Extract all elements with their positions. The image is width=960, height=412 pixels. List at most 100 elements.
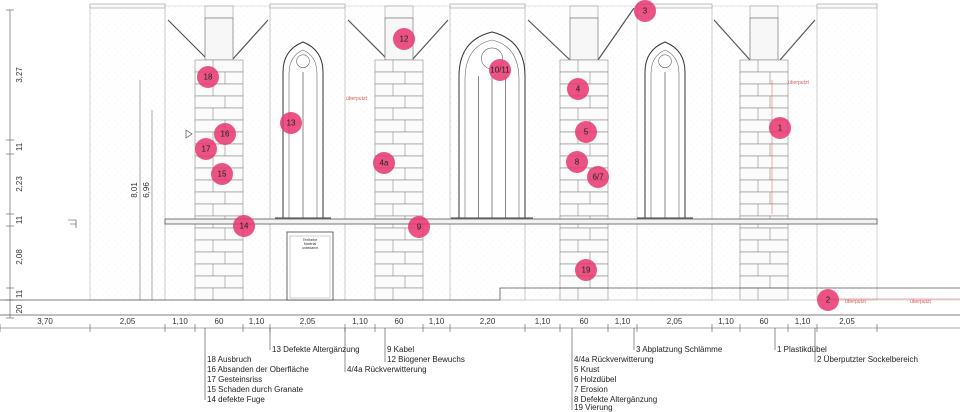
vertical-dim-1: 11 [15, 289, 24, 298]
note-ueberputzt-2: überputzt [788, 80, 809, 86]
height-dim-1: 8,01 [130, 182, 139, 198]
legend-g5-5: 19 Vierung [574, 403, 613, 412]
damage-marker-label: 8 [575, 158, 580, 167]
legend-leaders [204, 328, 816, 410]
top-caps [89, 3, 878, 19]
damage-marker-label: 10/11 [490, 66, 510, 75]
horizontal-dim-7: 60 [395, 317, 404, 326]
vertical-dim-5: 11 [15, 142, 24, 151]
note-ueberputzt-3: überputzt [845, 299, 866, 305]
damage-marker-18[interactable]: 18 [197, 66, 219, 88]
damage-marker-1011[interactable]: 10/11 [489, 59, 511, 81]
damage-marker-2[interactable]: 2 [817, 289, 839, 311]
damage-marker-label: 12 [400, 35, 409, 44]
horizontal-dim-3: 60 [215, 317, 224, 326]
damage-marker-4[interactable]: 4 [567, 78, 589, 100]
height-dimensions: 8,01 6,96 [130, 80, 153, 300]
gothic-windows [275, 31, 693, 219]
damage-marker-label: 16 [221, 130, 230, 139]
horizontal-dim-12: 1,10 [615, 317, 631, 326]
damage-marker-9[interactable]: 9 [408, 216, 430, 238]
vertical-dim-0: 20 [15, 304, 24, 313]
damage-marker-16[interactable]: 16 [214, 123, 236, 145]
legend-g4-0: 9 Kabel [387, 345, 414, 354]
horizontal-dim-2: 1,10 [172, 317, 188, 326]
legend-g4-1: 12 Biogener Bewuchs [387, 355, 465, 364]
damage-marker-14[interactable]: 14 [233, 215, 255, 237]
horizontal-dim-9: 2,20 [480, 317, 496, 326]
door: Textfarbe Material unbekannt [286, 231, 334, 301]
horizontal-dim-13: 2,05 [667, 317, 683, 326]
horizontal-dimension-chain: 3,70 2,05 1,10 60 1,10 2,05 1,10 60 1,10 2,20 1,10… [0, 317, 960, 332]
level-symbols [68, 129, 193, 228]
damage-marker-label: 17 [202, 145, 211, 154]
damage-marker-label: 3 [643, 7, 648, 16]
legend-g5-2: 6 Holzdübel [574, 375, 616, 384]
damage-marker-label: 2 [826, 296, 831, 305]
legend-g5-1: 5 Krust [574, 365, 600, 374]
legend-g3-0: 4/4a Rückverwitterung [347, 365, 427, 374]
damage-marker-label: 14 [240, 222, 249, 231]
horizontal-dim-6: 1,10 [352, 317, 368, 326]
damage-marker-13[interactable]: 13 [280, 112, 302, 134]
legend: 18 Ausbruch 16 Absanden der Oberfläche 1… [207, 345, 918, 412]
legend-g1-4: 14 defekte Fuge [207, 395, 265, 404]
damage-marker-label: 19 [582, 266, 591, 275]
note-ueberputzt-1: überputzt [346, 96, 367, 102]
window-3 [637, 41, 693, 219]
damage-marker-1[interactable]: 1 [769, 117, 791, 139]
damage-marker-label: 15 [218, 170, 227, 179]
svg-text:unbekannt: unbekannt [302, 246, 318, 250]
note-ueberputzt-4: überputzt [910, 299, 931, 305]
horizontal-dim-11: 60 [580, 317, 589, 326]
legend-g5-0: 4/4a Rückverwitterung [574, 355, 654, 364]
damage-marker-17[interactable]: 17 [195, 138, 217, 160]
legend-g1-3: 15 Schaden durch Granate [207, 385, 304, 394]
damage-marker-4a[interactable]: 4a [373, 152, 395, 174]
damage-marker-label: 4 [576, 85, 581, 94]
vertical-dim-6: 3,27 [15, 67, 24, 83]
legend-g5-4: 8 Defekte Altergänzung [574, 395, 657, 404]
string-course [164, 218, 878, 225]
damage-marker-5[interactable]: 5 [575, 121, 597, 143]
damage-marker-12[interactable]: 12 [393, 28, 415, 50]
damage-marker-8[interactable]: 8 [566, 151, 588, 173]
horizontal-dim-5: 2,05 [300, 317, 316, 326]
svg-text:Material: Material [304, 242, 317, 246]
window-1 [275, 41, 331, 219]
horizontal-dim-14: 1,10 [718, 317, 734, 326]
notes: überputzt überputzt überputzt überputzt [346, 80, 960, 305]
damage-marker-3[interactable]: 3 [634, 0, 656, 22]
pier-4 [739, 17, 789, 301]
damage-marker-label: 6/7 [592, 173, 604, 182]
damage-marker-15[interactable]: 15 [211, 163, 233, 185]
damage-marker-19[interactable]: 19 [575, 259, 597, 281]
damage-marker-label: 1 [778, 124, 783, 133]
horizontal-dim-16: 1,10 [795, 317, 811, 326]
damage-marker-67[interactable]: 6/7 [587, 166, 609, 188]
damage-marker-label: 9 [417, 223, 422, 232]
horizontal-dim-8: 1,10 [429, 317, 445, 326]
damage-marker-label: 13 [287, 119, 296, 128]
vertical-dim-2: 2,08 [15, 249, 24, 265]
legend-g2-0: 13 Defekte Altergänzung [272, 345, 360, 354]
height-dim-2: 6,96 [142, 182, 151, 198]
horizontal-dim-17: 2,05 [839, 317, 855, 326]
horizontal-dim-0: 3,70 [37, 317, 53, 326]
legend-g7-0: 1 Plastikdübel [777, 345, 827, 354]
legend-g6-0: 3 Abplatzung Schlämme [636, 345, 723, 354]
horizontal-dim-4: 1,10 [249, 317, 265, 326]
legend-g5-3: 7 Erosion [574, 385, 608, 394]
damage-marker-label: 5 [584, 128, 589, 137]
legend-g8-0: 2 Überputzter Sockelbereich [817, 355, 918, 364]
vertical-dim-4: 2,23 [15, 176, 24, 192]
legend-g1-0: 18 Ausbruch [207, 355, 251, 364]
horizontal-dim-1: 2,05 [120, 317, 136, 326]
legend-g1-2: 17 Gesteinsriss [207, 375, 262, 384]
buttress-struts [167, 7, 816, 61]
plinth [0, 287, 960, 316]
